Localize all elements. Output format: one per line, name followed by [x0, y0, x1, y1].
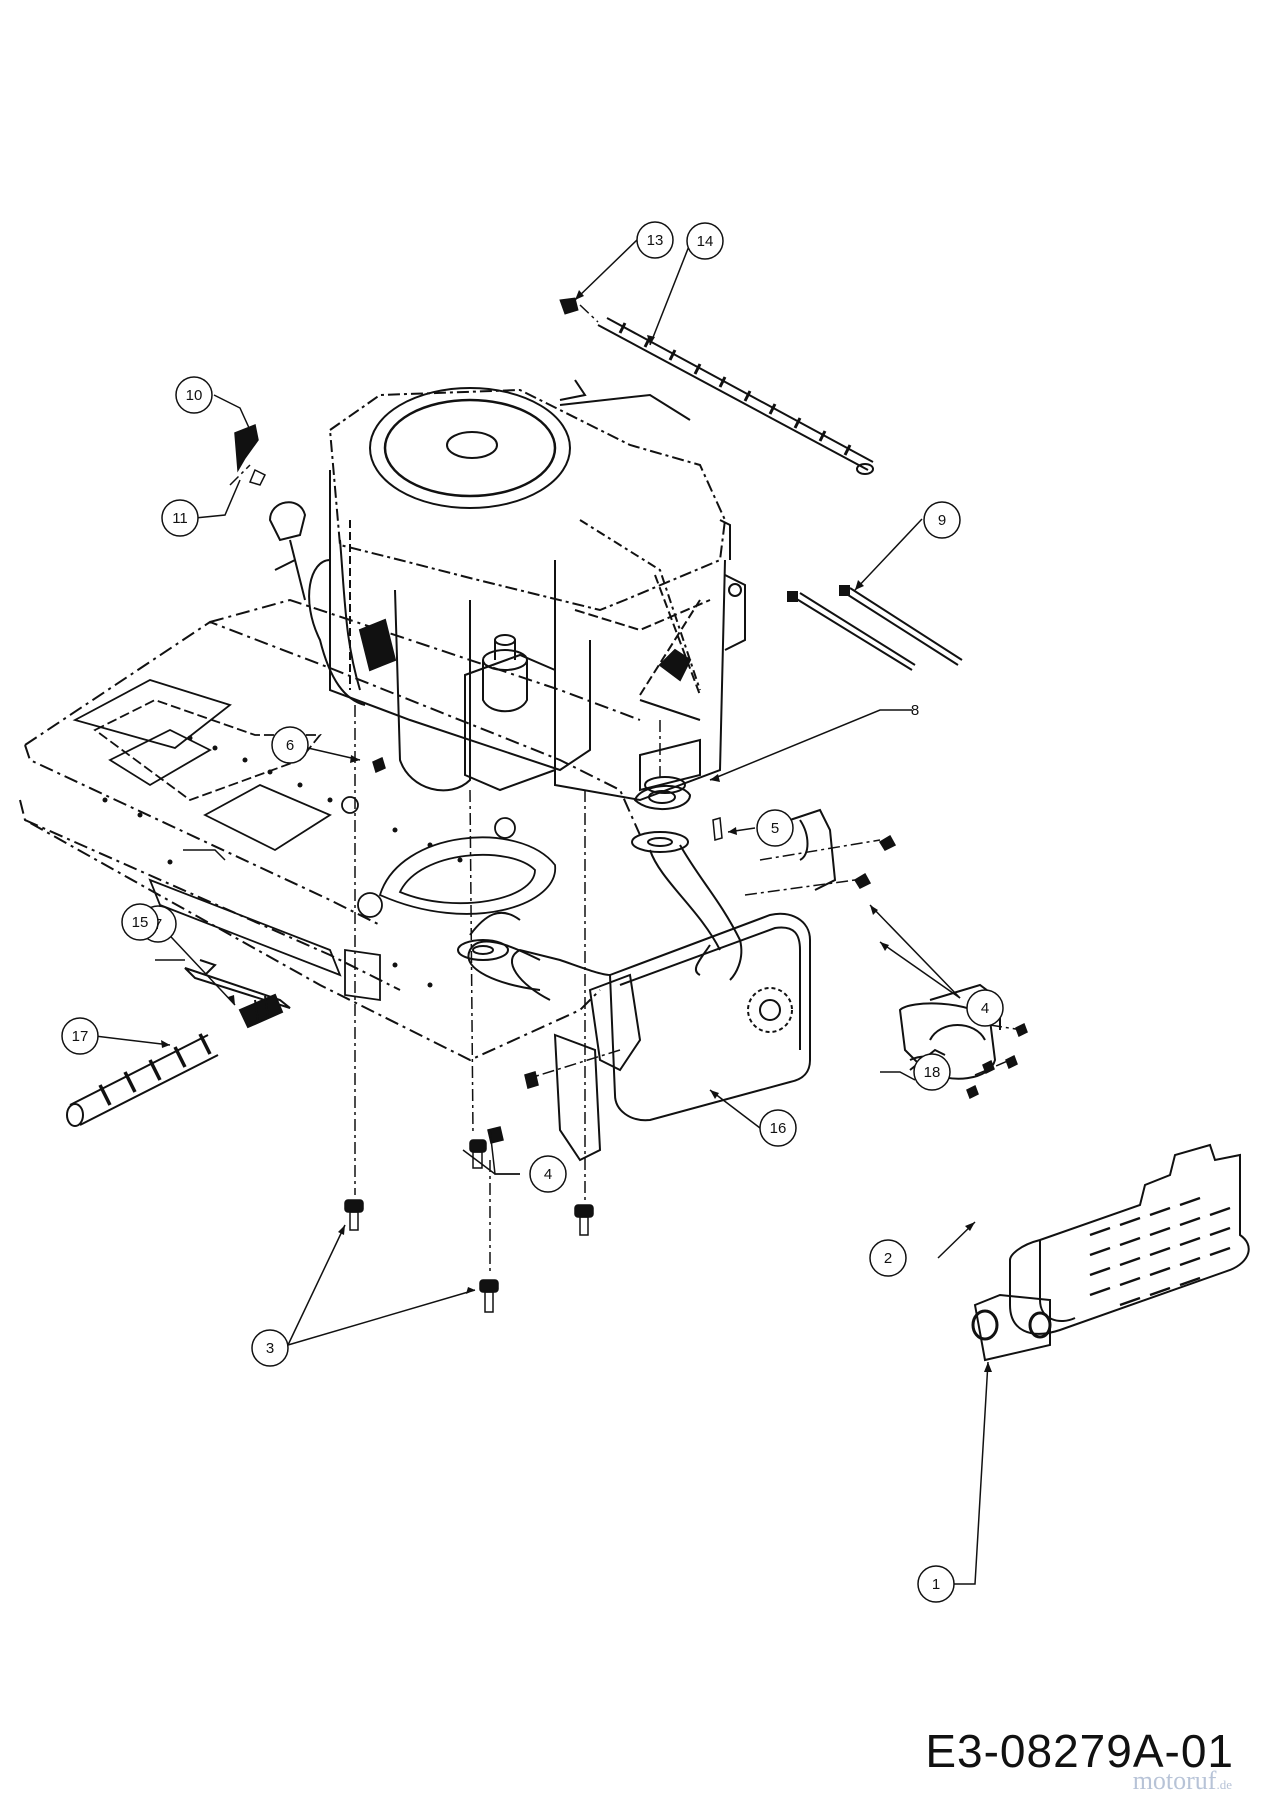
callout-bubbles: 12344567891011131415161718: [61, 221, 1004, 1603]
diagram-code-label: E3-08279A-01: [925, 1725, 1234, 1777]
chassis-frame: [19, 598, 641, 1062]
callout-number: 17: [72, 1028, 89, 1045]
callout-number: 14: [697, 233, 714, 250]
callout-number: 10: [186, 387, 203, 404]
callout-number: 6: [286, 737, 294, 754]
callout-5: 5: [756, 809, 794, 847]
assembly-guide-lines: [229, 304, 1023, 1275]
callout-circle: [686, 222, 724, 260]
callout-8: 8: [911, 702, 919, 719]
callout-number: 16: [770, 1120, 787, 1137]
callout-15: 15: [121, 903, 159, 941]
callout-circle: [161, 499, 199, 537]
callout-circle: [121, 903, 159, 941]
gasket-8: [633, 784, 692, 811]
callout-number: 13: [647, 232, 664, 249]
callout-14: 14: [686, 222, 724, 260]
callout-circle: [251, 1329, 289, 1367]
callout-circle: [917, 1565, 955, 1603]
chassis-holes: [102, 735, 463, 988]
callout-16: 16: [759, 1109, 797, 1147]
callout-circle: [913, 1053, 951, 1091]
callout-number: 2: [884, 1250, 892, 1267]
callout-4: 4: [966, 989, 1004, 1027]
cable-ties-9: [787, 585, 963, 671]
callout-circle: [175, 376, 213, 414]
callout-11: 11: [161, 499, 199, 537]
callout-circle: [759, 1109, 797, 1147]
callout-number: 15: [132, 914, 149, 931]
throttle-bracket-10: [234, 423, 267, 486]
sleeve-17: [66, 1033, 219, 1127]
hose-clamp-11: [559, 297, 579, 315]
callout-2: 2: [869, 1239, 907, 1277]
callout-circle: [923, 501, 961, 539]
fuel-line-13: [597, 317, 874, 475]
watermark-suffix: .de: [1216, 1777, 1232, 1792]
watermark-text: motoruf: [1132, 1766, 1217, 1795]
callout-circle: [636, 221, 674, 259]
chassis-cutouts: [72, 679, 556, 1002]
engine-assembly: [268, 379, 746, 802]
callout-10: 10: [175, 376, 213, 414]
leader-lines: [94, 239, 989, 1585]
muffler-heat-shield: [971, 1143, 1250, 1362]
callout-number: 18: [924, 1064, 941, 1081]
callout-number: 11: [172, 510, 188, 527]
cable-bracket-7: [184, 959, 291, 1009]
callout-circle: [271, 726, 309, 764]
leader-arrowheads: [161, 290, 992, 1372]
callout-9: 9: [923, 501, 961, 539]
watermark-logo: motoruf.de: [1133, 1766, 1232, 1796]
callout-circle: [966, 989, 1004, 1027]
callout-circle: [61, 1017, 99, 1055]
callout-18: 18: [913, 1053, 951, 1091]
callout-number: 3: [266, 1340, 274, 1357]
callout-circle: [529, 1155, 567, 1193]
callout-number: 4: [981, 1000, 989, 1017]
callout-1: 1: [917, 1565, 955, 1603]
callout-circle: [869, 1239, 907, 1277]
callout-number: 9: [938, 512, 946, 529]
callout-number: 1: [932, 1576, 940, 1593]
muffler-assembly: [457, 738, 1001, 1162]
callout-number: 8: [911, 702, 919, 719]
callout-3: 3: [251, 1329, 289, 1367]
callout-number: 5: [771, 820, 779, 837]
callout-6: 6: [271, 726, 309, 764]
fitting-14: [238, 993, 284, 1029]
callout-circle: [756, 809, 794, 847]
callout-17: 17: [61, 1017, 99, 1055]
callout-4: 4: [529, 1155, 567, 1193]
callout-13: 13: [636, 221, 674, 259]
bolts: [344, 756, 1028, 1313]
callout-number: 4: [544, 1166, 552, 1183]
